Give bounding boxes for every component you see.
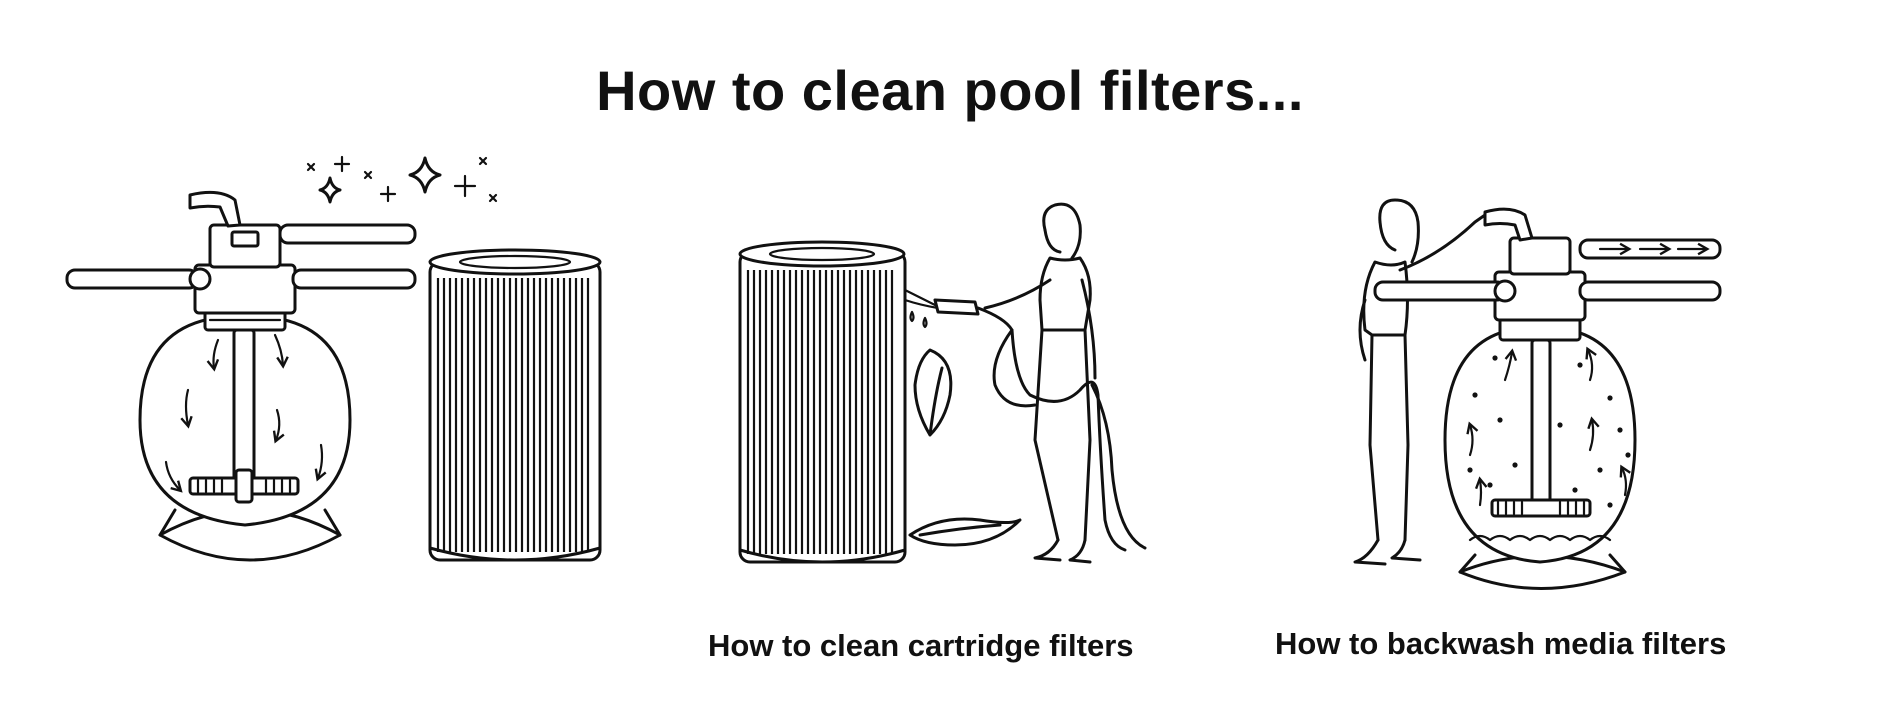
page-title: How to clean pool filters...: [596, 59, 1304, 122]
backwash-illustration: [1353, 198, 1722, 590]
caption-media-filters: How to backwash media filters: [1275, 626, 1727, 661]
media-filter-illustration: [65, 155, 498, 562]
cartridge-filter-illustration: [428, 248, 602, 562]
cartridge-cleaning-illustration: [738, 202, 1147, 564]
caption-cartridge-filters: How to clean cartridge filters: [708, 628, 1134, 663]
